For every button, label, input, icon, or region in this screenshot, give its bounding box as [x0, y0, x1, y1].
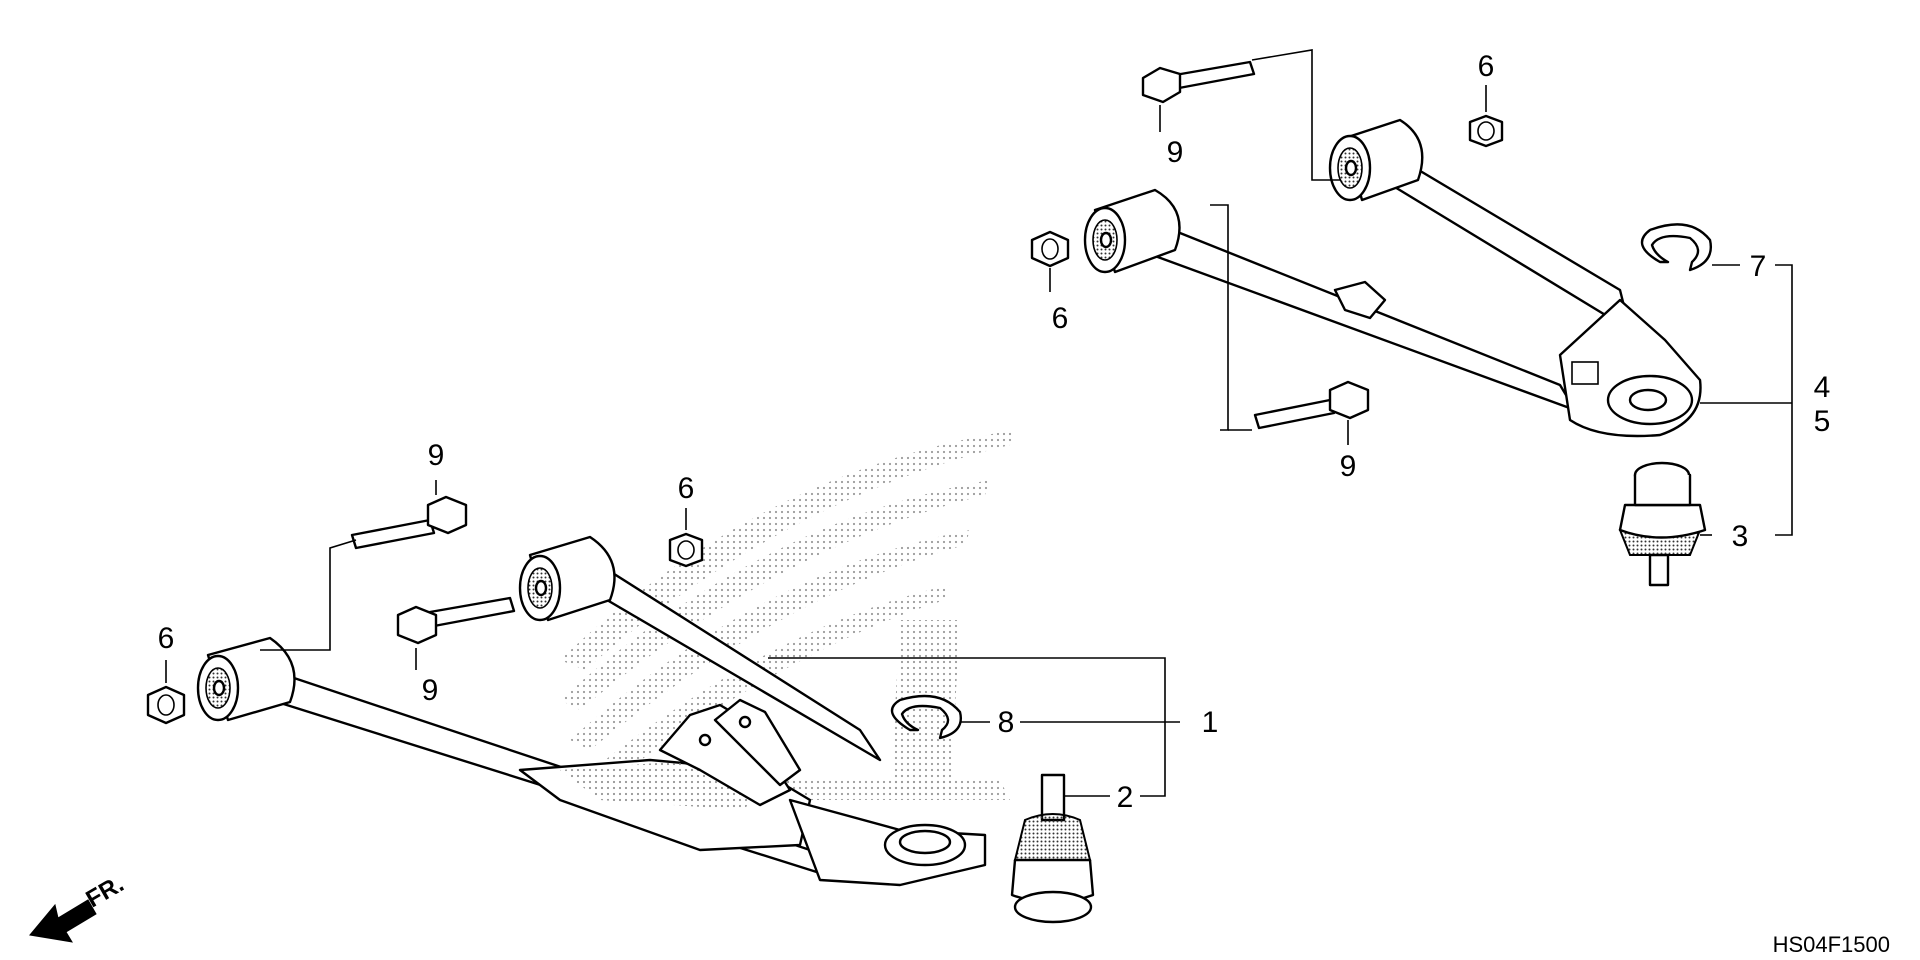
callout-9-upper-front: 9: [1340, 450, 1357, 483]
callout-2: 2: [1117, 781, 1134, 814]
front-direction-indicator: FR.: [29, 870, 128, 943]
upper-rear-bushing: [1328, 118, 1424, 202]
lower-ball-joint: [1010, 773, 1095, 924]
lower-front-bushing: [196, 636, 296, 722]
lower-rear-bushing: [518, 535, 616, 622]
callout-6-lower-rear: 6: [678, 472, 695, 505]
callout-6-lower-front: 6: [158, 622, 175, 655]
callout-labels: 6 9 6 7 4 5 9 3 9 6 6 9 8 1 2: [158, 50, 1831, 814]
leader-lines: [165, 49, 1793, 797]
lower-nut-front: [146, 685, 186, 725]
circlip-7: [1640, 223, 1712, 272]
wing-watermark: [560, 430, 1015, 800]
upper-bolt-rear: [1141, 60, 1256, 104]
lower-bolt-lower: [396, 596, 516, 645]
upper-nut-rear: [1468, 114, 1504, 148]
callout-5: 5: [1814, 405, 1831, 438]
lower-nut-rear: [668, 532, 704, 568]
hose-bracket: [1333, 280, 1387, 320]
front-arrow-icon: [29, 899, 97, 943]
callout-9-lower-lower: 9: [422, 674, 439, 707]
callout-9-upper-rear: 9: [1167, 136, 1184, 169]
callout-6-upper-rear: 6: [1478, 50, 1495, 83]
lower-bolt-upper: [350, 495, 468, 550]
callout-4: 4: [1814, 371, 1831, 404]
circlip-8: [890, 694, 962, 740]
callout-1: 1: [1202, 706, 1219, 739]
callout-9-lower-upper: 9: [428, 439, 445, 472]
upper-bolt-front: [1253, 380, 1370, 430]
callout-7: 7: [1750, 250, 1767, 283]
upper-nut-front: [1030, 230, 1070, 268]
upper-ball-joint: [1618, 461, 1707, 587]
callout-6-upper-front: 6: [1052, 302, 1069, 335]
lower-arm-assembly: [146, 495, 1095, 924]
callout-3: 3: [1732, 520, 1749, 553]
upper-arm-assembly: [1030, 60, 1712, 587]
diagram-code: HS04F1500: [1773, 932, 1890, 957]
upper-front-bushing: [1083, 188, 1181, 274]
callout-8: 8: [998, 706, 1015, 739]
